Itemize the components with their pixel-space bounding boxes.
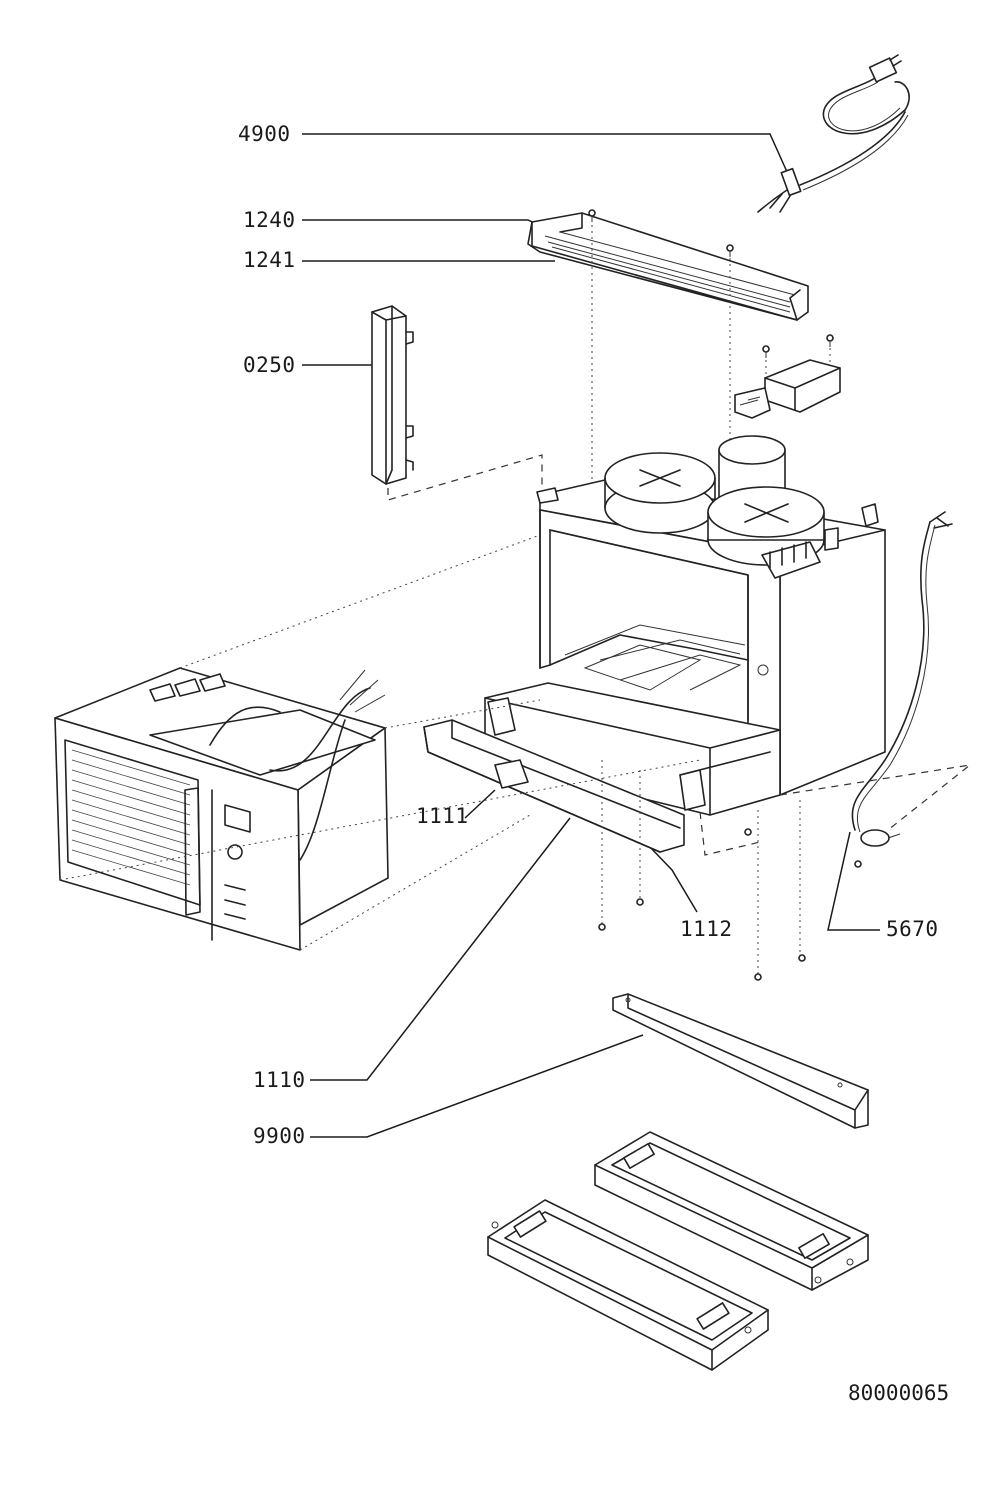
callout-5670: 5670 bbox=[827, 831, 939, 941]
leader-line-1112 bbox=[647, 844, 698, 913]
callout-1110: 1110 bbox=[253, 817, 571, 1092]
screw-icon bbox=[598, 760, 806, 981]
microwave-oven bbox=[54, 667, 389, 951]
leader-line-1240 bbox=[302, 219, 546, 229]
callout-1111: 1111 bbox=[416, 789, 496, 828]
part-label-0250: 0250 bbox=[243, 353, 296, 377]
part-label-9900: 9900 bbox=[253, 1124, 306, 1148]
callout-9900: 9900 bbox=[253, 1034, 644, 1148]
callout-1241: 1241 bbox=[243, 248, 555, 272]
leader-line-5670 bbox=[827, 831, 880, 931]
part-label-1240: 1240 bbox=[243, 208, 296, 232]
mounting-rail-9900 bbox=[612, 993, 869, 1129]
part-label-1111: 1111 bbox=[416, 804, 469, 828]
part-label-1110: 1110 bbox=[253, 1068, 306, 1092]
leader-line-1111 bbox=[464, 789, 496, 819]
leader-line-4900 bbox=[302, 133, 793, 184]
part-label-5670: 5670 bbox=[886, 917, 939, 941]
filter-frame-upper bbox=[594, 1131, 869, 1291]
power-cord-4900 bbox=[757, 54, 910, 213]
screw-icon bbox=[588, 209, 834, 358]
callout-1240: 1240 bbox=[243, 208, 546, 232]
part-label-1112: 1112 bbox=[680, 917, 733, 941]
power-cord-5670 bbox=[851, 511, 953, 868]
part-label-4900: 4900 bbox=[238, 122, 291, 146]
part-label-1241: 1241 bbox=[243, 248, 296, 272]
drawer-handle-1111 bbox=[494, 759, 529, 789]
fan-discs bbox=[604, 435, 839, 579]
drawing-reference-code: 80000065 bbox=[848, 1381, 949, 1405]
callout-1112: 1112 bbox=[647, 844, 733, 941]
leader-line-1110 bbox=[310, 817, 571, 1081]
side-bracket-0250 bbox=[371, 305, 414, 485]
drawer-front-1110 bbox=[423, 719, 685, 853]
top-grille-bar-1240 bbox=[527, 212, 809, 321]
callout-0250: 0250 bbox=[243, 353, 372, 377]
control-module bbox=[734, 359, 841, 419]
filter-frame-lower bbox=[487, 1199, 769, 1371]
leader-line-9900 bbox=[310, 1034, 644, 1138]
callout-4900: 4900 bbox=[238, 122, 793, 184]
